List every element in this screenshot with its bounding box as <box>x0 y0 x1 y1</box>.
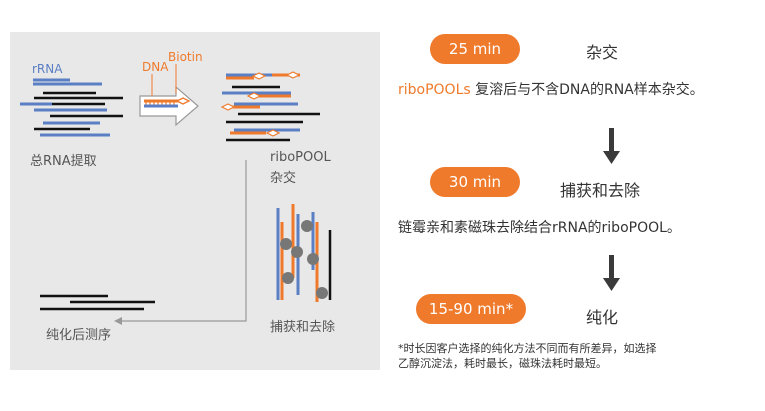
total-rna-lines <box>20 78 123 137</box>
magnetic-bead <box>307 253 319 265</box>
footnote-line1: *时长因客户选择的纯化方法不同而有所差异，如选择 <box>398 342 657 355</box>
connector-line <box>120 160 247 322</box>
magnetic-bead <box>280 238 292 250</box>
probe-arrow <box>139 64 199 127</box>
footnote-line2: 乙醇沉淀法，耗时最长，磁珠法耗时最短。 <box>398 357 607 370</box>
time-badge-step3: 15-90 min* <box>416 294 526 324</box>
hyb-label-line1: riboPOOL <box>270 150 331 165</box>
biotin-icon <box>246 92 262 100</box>
step-arrow-1 <box>603 128 620 164</box>
biotin-icon <box>251 72 267 80</box>
step2-title: 捕获和去除 <box>560 181 641 200</box>
workflow-diagram-panel <box>10 32 380 370</box>
capture-bead-group <box>276 204 332 302</box>
biotin-icon <box>175 97 191 105</box>
rrna-label: rRNA <box>32 62 63 76</box>
dna-label: DNA <box>142 60 169 74</box>
magnetic-bead <box>282 272 294 284</box>
time-badge-step1: 25 min <box>430 34 520 64</box>
magnetic-bead <box>316 287 328 299</box>
ribopools-highlight: riboPOOLs <box>398 82 471 98</box>
hybridized-rna-group <box>220 71 320 142</box>
biotin-icon <box>265 129 281 137</box>
magnetic-bead <box>301 220 313 232</box>
footnote: *时长因客户选择的纯化方法不同而有所差异，如选择 乙醇沉淀法，耗时最长，磁珠法耗… <box>398 341 657 371</box>
time-badge-step2: 30 min <box>430 167 520 197</box>
connector-arrowhead <box>114 317 122 325</box>
step2-description: 链霉亲和素磁珠去除结合rRNA的riboPOOL。 <box>398 220 681 236</box>
extract-label: 总RNA提取 <box>30 154 97 169</box>
biotin-label: Biotin <box>168 50 203 64</box>
magnetic-bead <box>291 246 303 258</box>
step1-title: 杂交 <box>586 43 619 62</box>
sequencing-label: 纯化后测序 <box>46 328 112 343</box>
step3-title: 纯化 <box>586 308 619 327</box>
step1-description-text: 复溶后与不含DNA的RNA样本杂交。 <box>470 82 704 98</box>
step1-description: riboPOOLs 复溶后与不含DNA的RNA样本杂交。 <box>398 79 704 99</box>
biotin-icon <box>220 103 236 111</box>
hyb-label-line2: 杂交 <box>270 171 297 186</box>
step-arrow-2 <box>603 255 620 291</box>
capture-label: 捕获和去除 <box>270 320 336 335</box>
biotin-icon <box>285 71 301 79</box>
purified-rna-lines <box>40 294 155 311</box>
